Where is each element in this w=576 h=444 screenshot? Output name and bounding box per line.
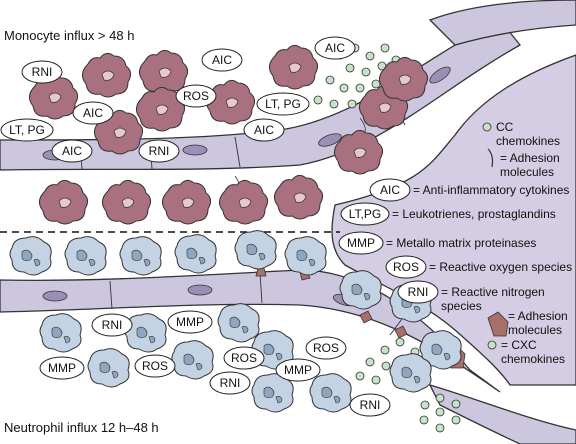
- monocyte: [82, 52, 132, 98]
- svg-text:MMP: MMP: [284, 363, 312, 377]
- neutrophil: [64, 236, 107, 276]
- svg-text:AIC: AIC: [83, 106, 103, 120]
- svg-text:ROS: ROS: [393, 260, 419, 274]
- legend-mmp: MMP = Metallo matrix proteinases: [338, 231, 536, 255]
- svg-text:AIC: AIC: [254, 123, 274, 137]
- neutrophil: [119, 236, 162, 276]
- svg-text:RNI: RNI: [32, 65, 53, 79]
- svg-text:AIC: AIC: [212, 53, 232, 67]
- monocyte: [39, 179, 89, 225]
- neutrophil: [87, 348, 130, 388]
- tag-mmp: MMP: [39, 356, 85, 380]
- neutrophil: [251, 373, 294, 413]
- tag-rni: RNI: [21, 60, 63, 84]
- vessel-lumen-region: [331, 54, 576, 386]
- tag-rni: RNI: [91, 313, 133, 337]
- svg-text:RNI: RNI: [102, 318, 123, 332]
- legend-mmp-text: = Metallo matrix proteinases: [386, 236, 536, 250]
- svg-text:MMP: MMP: [48, 361, 76, 375]
- monocyte: [379, 56, 429, 102]
- tag-aic: AIC: [243, 118, 285, 142]
- monocyte: [274, 174, 324, 220]
- svg-text:LT, PG: LT, PG: [9, 123, 45, 137]
- monocyte: [102, 179, 152, 225]
- tag-mmp: MMP: [275, 358, 321, 382]
- svg-text:LT,PG: LT,PG: [349, 207, 381, 221]
- svg-text:RNI: RNI: [408, 285, 429, 299]
- legend-ros-text: = Reactive oxygen species: [429, 260, 572, 274]
- tag-aic: AIC: [201, 48, 243, 72]
- tag-aic: AIC: [314, 36, 356, 60]
- tag-ros: ROS: [134, 354, 176, 378]
- tag-aic: AIC: [72, 101, 114, 125]
- neutrophil: [309, 373, 352, 413]
- tag-rni: RNI: [349, 393, 391, 417]
- monocyte: [206, 79, 256, 125]
- tag-ros: ROS: [223, 346, 265, 370]
- svg-text:AIC: AIC: [380, 183, 400, 197]
- neutrophil: [217, 303, 260, 343]
- tag-ros: ROS: [175, 84, 217, 108]
- legend-lt-pg: LT,PG = Leukotrienes, prostaglandins: [340, 202, 556, 226]
- neutrophil: [389, 353, 432, 393]
- tag-rni: RNI: [209, 371, 251, 395]
- legend-ros: ROS = Reactive oxygen species: [385, 255, 572, 279]
- neutrophil: [124, 313, 167, 353]
- tag-lt-pg: LT, PG: [0, 118, 54, 142]
- monocyte: [29, 74, 79, 120]
- tag-mmp: MMP: [167, 310, 213, 334]
- tag-ros: ROS: [305, 336, 347, 360]
- svg-text:AIC: AIC: [62, 144, 82, 158]
- monocyte-influx-label: Monocyte influx > 48 h: [4, 28, 134, 43]
- svg-text:MMP: MMP: [176, 315, 204, 329]
- svg-text:ROS: ROS: [142, 359, 168, 373]
- neutrophil: [9, 236, 52, 276]
- lower-branch-vessel: [428, 383, 576, 444]
- svg-text:RNI: RNI: [220, 376, 241, 390]
- legend-ltpg-text: = Leukotrienes, prostaglandins: [392, 207, 556, 221]
- svg-text:RNI: RNI: [149, 144, 170, 158]
- neutrophil: [171, 340, 214, 380]
- neutrophil: [174, 234, 217, 274]
- upper-branch-vessel: [428, 0, 576, 46]
- tag-aic: AIC: [51, 139, 93, 163]
- svg-text:RNI: RNI: [360, 398, 381, 412]
- svg-text:ROS: ROS: [313, 341, 339, 355]
- svg-text:ROS: ROS: [231, 351, 257, 365]
- tag-lt-pg: LT, PG: [256, 92, 310, 116]
- neutrophil: [39, 313, 82, 353]
- monocyte: [334, 129, 384, 175]
- monocyte: [162, 179, 212, 225]
- svg-text:ROS: ROS: [183, 89, 209, 103]
- monocyte: [136, 86, 186, 132]
- neutrophil: [284, 236, 327, 276]
- monocyte: [139, 49, 189, 95]
- svg-text:AIC: AIC: [325, 41, 345, 55]
- svg-text:LT, PG: LT, PG: [265, 97, 301, 111]
- monocyte: [269, 44, 319, 90]
- neutrophil: [234, 230, 277, 270]
- tag-rni: RNI: [138, 139, 180, 163]
- neutrophil: [419, 330, 462, 370]
- svg-text:MMP: MMP: [347, 236, 375, 250]
- legend-aic: AIC = Anti-inflammatory cytokines: [369, 178, 569, 202]
- legend-aic-text: = Anti-inflammatory cytokines: [413, 183, 569, 197]
- neutrophil-influx-label: Neutrophil influx 12 h–48 h: [4, 420, 159, 435]
- neutrophil: [339, 270, 382, 310]
- monocyte: [219, 179, 269, 225]
